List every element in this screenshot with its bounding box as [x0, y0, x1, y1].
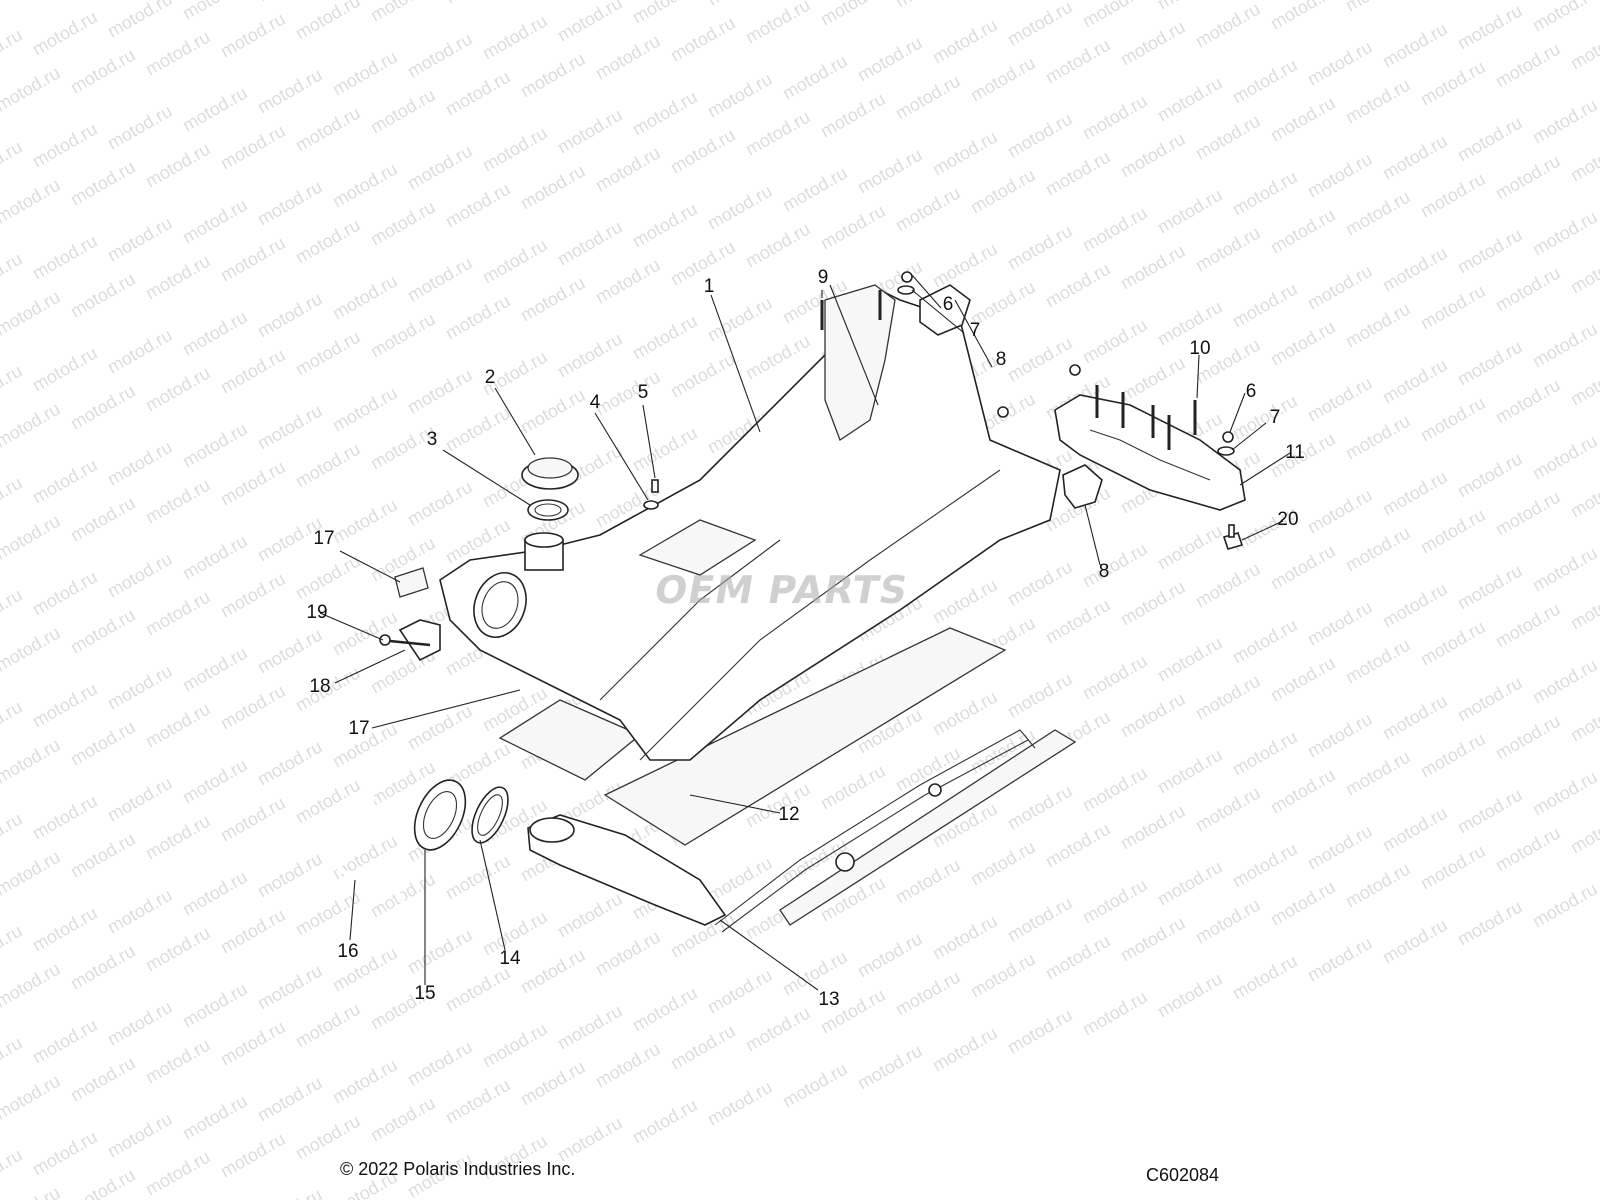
- leader-7a: [911, 289, 965, 334]
- filler-neck-top: [524, 532, 564, 548]
- fuel-cap-2-top: [527, 457, 573, 479]
- lock-ring-15: [413, 779, 467, 851]
- callout-17b: 17: [348, 718, 370, 739]
- fuel-line-clip-2: [928, 783, 942, 797]
- leader-17b: [371, 689, 521, 729]
- callout-2: 2: [484, 367, 496, 388]
- callout-17: 17: [313, 528, 335, 549]
- tank-pad-12: [603, 627, 1007, 846]
- lock-ring-15-inner: [422, 791, 458, 839]
- callout-7: 7: [969, 320, 981, 341]
- pump-opening: [473, 572, 527, 638]
- nut-tank-3: [1069, 364, 1081, 376]
- drawing-number: C602084: [1146, 1165, 1220, 1185]
- leader-5: [642, 404, 656, 479]
- fuel-line-13b: [721, 739, 1029, 933]
- leader-17a: [339, 550, 401, 583]
- fuel-pump-top: [529, 817, 575, 843]
- fuel-line-clip: [835, 852, 855, 872]
- fuel-line-13: [714, 729, 1036, 926]
- leader-9b: [829, 284, 879, 406]
- bracket-11: [1054, 394, 1246, 511]
- callout-10: 10: [1189, 338, 1211, 359]
- nut-tank-2: [997, 406, 1009, 418]
- bumper-8-lower: [1062, 464, 1103, 509]
- tank-ridge-2: [599, 539, 781, 701]
- leader-3: [442, 449, 531, 506]
- fastener-5: [651, 479, 659, 493]
- washer-7-tank: [897, 285, 915, 295]
- pump-opening-inner: [481, 581, 519, 629]
- callout-9: 9: [817, 267, 829, 288]
- callout-6b: 6: [1245, 381, 1257, 402]
- screw-19-head: [379, 634, 391, 646]
- fuel-line-pad: [779, 729, 1077, 926]
- tank-ridge: [639, 469, 1001, 761]
- callout-6: 6: [942, 294, 954, 315]
- leader-18: [334, 649, 406, 684]
- callout-19: 19: [306, 602, 328, 623]
- bracket-11-detail: [1089, 429, 1211, 481]
- nut-6-bracket: [1222, 431, 1234, 443]
- leader-10: [1196, 354, 1200, 399]
- leader-11: [1239, 452, 1291, 486]
- nut-6-tank: [901, 271, 913, 283]
- callout-15: 15: [414, 983, 436, 1004]
- fuel-pump: [527, 814, 727, 926]
- pump-seal-14: [471, 786, 509, 844]
- leader-4: [594, 412, 649, 501]
- callout-18: 18: [309, 676, 331, 697]
- rivet-20-stem: [1228, 524, 1235, 538]
- tank-top-panel: [824, 284, 896, 441]
- leader-13: [719, 919, 819, 991]
- callout-3: 3: [426, 429, 438, 450]
- grommet-4: [643, 500, 659, 510]
- callout-16: 16: [337, 941, 359, 962]
- callout-13: 13: [818, 989, 840, 1010]
- leader-14: [479, 839, 506, 951]
- callout-11: 11: [1285, 442, 1305, 463]
- leader-8a: [954, 299, 993, 368]
- tank-decal: [638, 519, 757, 576]
- leader-6b: [1229, 392, 1246, 433]
- leader-8b: [1084, 504, 1101, 566]
- callout-20: 20: [1277, 509, 1299, 530]
- cap-seal-3: [527, 499, 569, 521]
- leader-12: [689, 794, 781, 814]
- callout-14: 14: [499, 948, 521, 969]
- leader-7b: [1231, 422, 1267, 451]
- pump-seal-14-inner: [477, 794, 503, 836]
- callout-8b: 8: [1098, 561, 1110, 582]
- brand-watermark: OEM PARTS: [651, 568, 912, 612]
- callout-7b: 7: [1269, 407, 1281, 428]
- pad-17-left: [394, 567, 429, 598]
- leader-2: [494, 387, 536, 456]
- callout-12: 12: [778, 804, 800, 825]
- callout-1: 1: [703, 276, 715, 297]
- leader-20: [1241, 520, 1284, 541]
- washer-7-bracket: [1217, 446, 1235, 456]
- leader-6a: [911, 274, 942, 309]
- bracket-18: [398, 619, 441, 662]
- callout-8: 8: [995, 349, 1007, 370]
- fuel-tank-1: [439, 289, 1061, 761]
- vent-hose-16-inner: [332, 789, 407, 902]
- leader-16: [349, 879, 356, 941]
- cap-seal-3-inner: [534, 503, 562, 517]
- callout-4: 4: [589, 392, 601, 413]
- copyright-text: © 2022 Polaris Industries Inc.: [340, 1159, 576, 1179]
- callout-5: 5: [637, 382, 649, 403]
- leader-19: [319, 612, 384, 641]
- leader-1: [710, 294, 761, 433]
